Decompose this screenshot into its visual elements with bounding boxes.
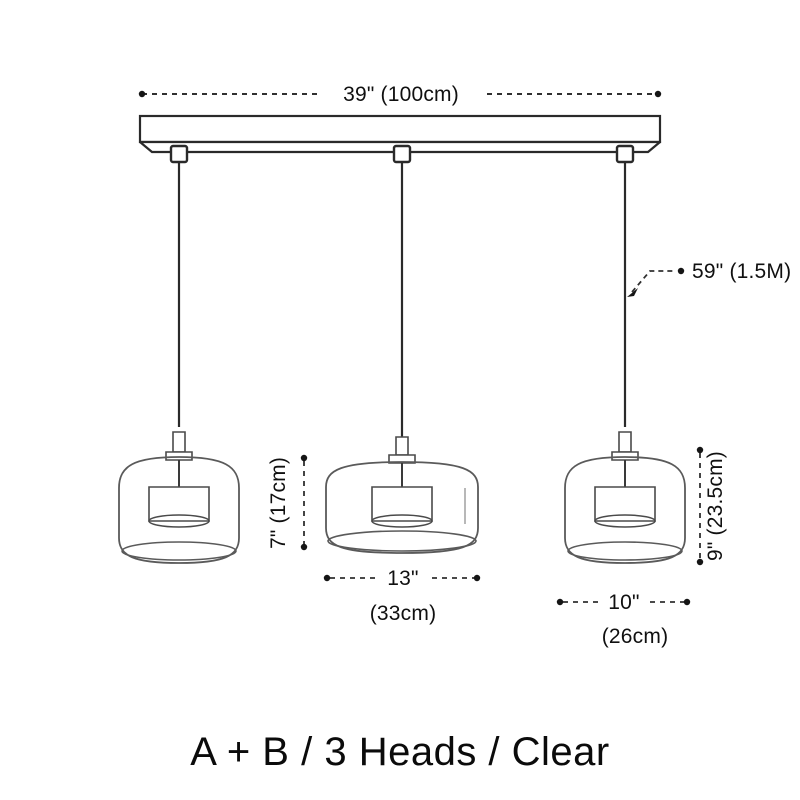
drop-leader-line	[631, 270, 676, 293]
inner-diffuser-rim-right	[594, 514, 656, 528]
pendant-suspension-left	[169, 144, 189, 427]
side-shade-height-label: 9" (23.5cm)	[704, 451, 727, 561]
drop-length-label: 59" (1.5M)	[692, 260, 791, 283]
shade-bottom-rim-right	[567, 541, 683, 561]
socket-tube-middle	[395, 436, 409, 456]
dimension-endpoint-right	[654, 90, 662, 98]
ceiling-canopy-bar	[138, 114, 662, 154]
shade-outline-right	[564, 456, 686, 564]
middle-width-endpoint-right	[473, 574, 481, 582]
middle-height-endpoint-top	[300, 454, 308, 462]
side-width-endpoint-right	[683, 598, 691, 606]
inner-diffuser-left	[148, 486, 210, 522]
shade-bottom-rim-left	[121, 541, 237, 561]
inner-diffuser-middle	[371, 486, 433, 522]
socket-tube-right	[618, 431, 632, 453]
socket-collar-left	[165, 451, 193, 461]
drop-leader-arrowhead	[627, 288, 638, 297]
side-height-endpoint-bottom	[696, 558, 704, 566]
dimension-endpoint-left	[138, 90, 146, 98]
inner-diffuser-rim-left	[148, 514, 210, 528]
dimension-middle-shade-height: 7" (17cm)	[267, 454, 308, 551]
middle-shade-height-label: 7" (17cm)	[267, 457, 290, 549]
shade-bottom-rim-middle	[327, 530, 477, 552]
side-shade-width-cm-label: (26cm)	[602, 625, 669, 648]
inner-diffuser-right	[594, 486, 656, 522]
glass-shade-left	[118, 431, 240, 564]
dimension-drop-length: 59" (1.5M)	[627, 260, 791, 297]
side-width-endpoint-left	[556, 598, 564, 606]
pendant-suspension-middle	[392, 144, 412, 437]
glass-shade-right	[564, 431, 686, 564]
dimension-canopy-width: 39" (100cm)	[138, 83, 662, 106]
middle-shade-width-cm-label: (33cm)	[370, 602, 437, 625]
cord-mount-block-left	[169, 144, 189, 164]
inner-diffuser-rim-middle	[371, 514, 433, 528]
cord-mount-block-middle	[392, 144, 412, 164]
cord-mount-block-right	[615, 144, 635, 164]
canopy-width-label: 39" (100cm)	[343, 83, 459, 106]
canopy-face	[138, 114, 662, 144]
glass-shade-middle	[325, 436, 479, 554]
socket-tube-left	[172, 431, 186, 453]
middle-height-endpoint-bottom	[300, 543, 308, 551]
side-shade-width-inch-label: 10"	[608, 591, 639, 614]
shade-outline-left	[118, 456, 240, 564]
side-height-endpoint-top	[696, 446, 704, 454]
pendant-suspension-right	[615, 144, 635, 427]
dimension-middle-shade-width: 13" (33cm)	[323, 567, 481, 625]
shade-outline-middle	[325, 461, 479, 554]
middle-shade-width-inch-label: 13"	[387, 567, 418, 590]
middle-width-endpoint-left	[323, 574, 331, 582]
product-caption: A + B / 3 Heads / Clear	[190, 730, 610, 774]
drop-leader-endpoint-dot	[677, 267, 685, 275]
dimension-side-shade-height: 9" (23.5cm)	[696, 446, 727, 566]
socket-collar-right	[611, 451, 639, 461]
dimension-side-shade-width: 10" (26cm)	[556, 591, 691, 648]
